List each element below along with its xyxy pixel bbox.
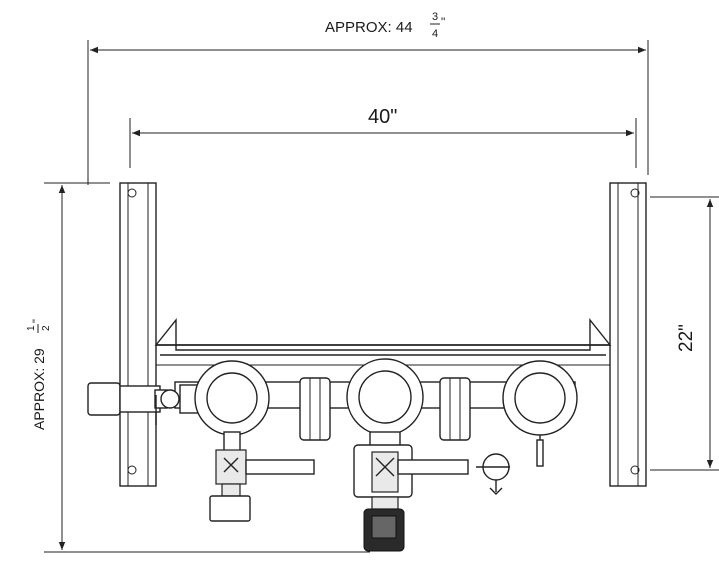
flange-right bbox=[439, 377, 471, 441]
overall-height-prefix: APPROX: 29 bbox=[31, 348, 47, 430]
left-mounting-post bbox=[119, 182, 157, 487]
overall-width-unit: " bbox=[441, 15, 445, 29]
left-valve-stack bbox=[209, 431, 315, 522]
center-regulator-stack bbox=[353, 431, 510, 552]
overall-height-unit: " bbox=[31, 319, 43, 323]
left-gauge bbox=[194, 360, 270, 436]
overall-width-prefix: APPROX: 44 bbox=[325, 19, 413, 36]
overall-height-frac-den: 2 bbox=[41, 325, 52, 331]
dimension-inner-width: 40" bbox=[129, 106, 637, 168]
flange-left bbox=[299, 377, 331, 441]
right-height-label-wrap: 22" bbox=[676, 324, 697, 352]
mounting-hole-top-left bbox=[127, 188, 137, 198]
overall-height-frac-num: 1 bbox=[26, 325, 37, 331]
cross-channel bbox=[154, 318, 612, 366]
dimension-overall-width: APPROX: 44 3 4 " bbox=[87, 11, 649, 185]
inner-width-label: 40" bbox=[368, 106, 397, 128]
overall-width-frac-den: 4 bbox=[432, 28, 438, 40]
mounting-hole-bottom-left bbox=[127, 465, 137, 475]
dimension-overall-height: APPROX: 29 1 2 " bbox=[26, 182, 370, 553]
dimension-right-height: 22" bbox=[650, 196, 719, 471]
right-gauge bbox=[502, 360, 578, 467]
mounting-hole-bottom-right bbox=[630, 465, 640, 475]
right-mounting-post bbox=[609, 182, 647, 487]
overall-height-label: APPROX: 29 1 2 " bbox=[26, 319, 52, 430]
overall-width-frac-num: 3 bbox=[432, 11, 438, 23]
mounting-hole-top-right bbox=[630, 188, 640, 198]
center-gauge bbox=[346, 358, 424, 436]
right-height-label: 22" bbox=[676, 324, 697, 352]
